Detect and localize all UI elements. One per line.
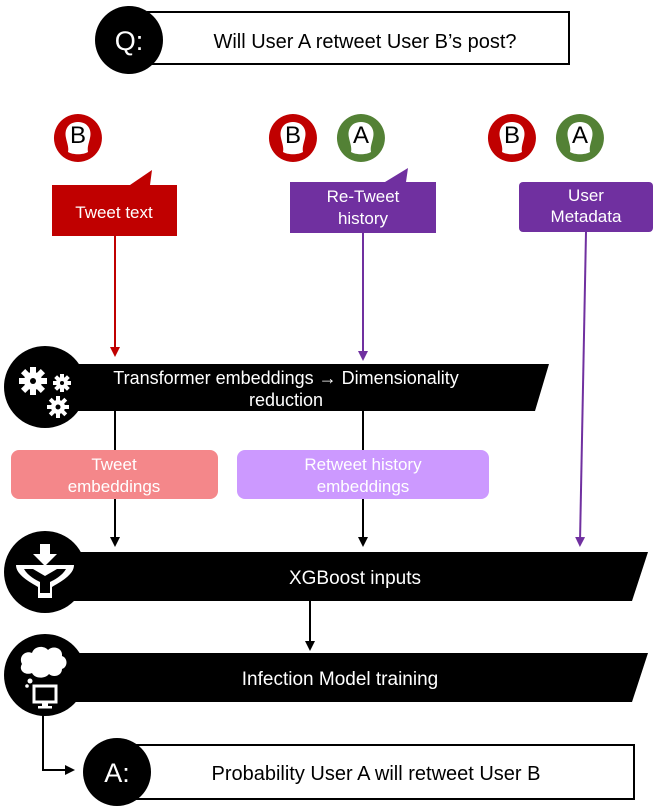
svg-text:B: B (504, 122, 520, 149)
user-b-icon: B (487, 114, 536, 162)
user-a-icon: A (336, 114, 385, 162)
user-metadata-line2: Metadata (551, 207, 622, 226)
user-b-icon: B (53, 114, 102, 162)
transformer-line1: Transformer embeddings → Dimensionality (113, 368, 458, 388)
svg-text:B: B (70, 122, 86, 149)
answer-text: Probability User A will retweet User B (211, 763, 540, 785)
tweet-text-callout: Tweet text (52, 170, 177, 236)
svg-text:B: B (285, 122, 301, 149)
retweet-history-line2: history (338, 209, 389, 228)
retweet-embeddings-line2: embeddings (317, 477, 410, 496)
gears-icon (19, 367, 71, 418)
retweet-history-callout: Re-Tweet history (290, 168, 436, 233)
svg-text:A: A (572, 122, 588, 149)
user-metadata-line1: User (568, 186, 604, 205)
question-group: Q: Will User A retweet User B’s post? (95, 6, 570, 74)
arrow-metadata-to-xgboost (575, 231, 587, 547)
xgboost-stage: XGBoost inputs (4, 531, 648, 613)
tweet-embeddings-line2: embeddings (68, 477, 161, 496)
xgboost-label: XGBoost inputs (289, 568, 421, 589)
user-b-icon: B (268, 114, 317, 162)
transformer-stage: Transformer embeddings → Dimensionality … (4, 346, 549, 428)
tweet-embeddings-box: Tweet embeddings (11, 450, 218, 499)
retweet-embeddings-line1: Retweet history (304, 455, 422, 474)
tweet-text-label: Tweet text (75, 203, 153, 222)
question-badge (95, 6, 163, 74)
infection-stage: Infection Model training (4, 634, 648, 716)
funnel-icon (16, 544, 74, 598)
thought-computer-icon (20, 646, 67, 709)
infection-label: Infection Model training (242, 669, 438, 690)
question-badge-label: Q: (115, 26, 144, 56)
retweet-embeddings-box: Retweet history embeddings (237, 450, 489, 499)
tweet-embeddings-line1: Tweet (91, 455, 137, 474)
question-text: Will User A retweet User B’s post? (213, 31, 516, 53)
answer-box (129, 744, 635, 800)
transformer-line2: reduction (249, 390, 323, 410)
answer-group: A: Probability User A will retweet User … (83, 738, 635, 806)
arrow-infection-to-answer (42, 713, 75, 775)
svg-text:A: A (353, 122, 369, 149)
answer-badge (83, 738, 151, 806)
user-metadata-box: User Metadata (519, 182, 653, 232)
user-a-icon: A (555, 114, 604, 162)
gears-icon-bg (4, 346, 86, 428)
retweet-history-line1: Re-Tweet (327, 187, 400, 206)
answer-badge-label: A: (104, 758, 130, 788)
question-box (147, 11, 570, 65)
